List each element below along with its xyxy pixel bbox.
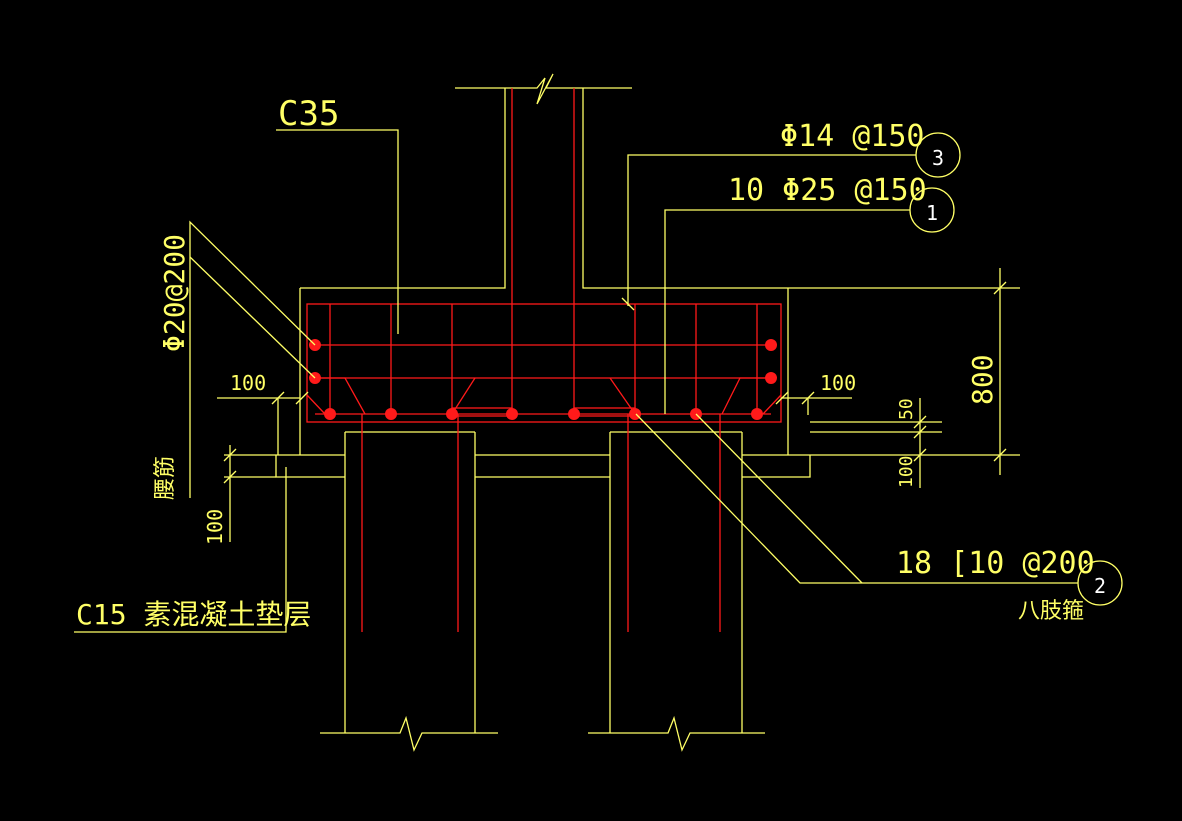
rebar-dot xyxy=(629,408,641,420)
stirrup-leader xyxy=(635,413,1078,584)
pile-left xyxy=(320,431,498,752)
rebar-dot xyxy=(568,408,580,420)
side-bar-label: Φ20@200 xyxy=(158,234,191,352)
dim-100-right-label: 100 xyxy=(896,455,917,488)
tag-circle-1 xyxy=(909,187,955,233)
bottom-bar-tag: 1 xyxy=(926,201,938,225)
cushion-leader xyxy=(74,467,287,633)
rebar-dot xyxy=(506,408,518,420)
column-break-line xyxy=(455,73,632,105)
top-bar-leader xyxy=(627,154,916,306)
pile-cap-outline xyxy=(275,288,811,478)
stirrup-type-label: 八肢箍 xyxy=(1018,599,1084,624)
side-label: 腰筋 xyxy=(153,456,178,500)
cushion-label: C15 素混凝土垫层 xyxy=(76,598,311,631)
rebar-dot xyxy=(765,339,777,351)
column-outline xyxy=(300,73,788,289)
top-bar-tag: 3 xyxy=(932,146,944,170)
pile-right-break xyxy=(588,715,765,752)
c35-leader xyxy=(276,129,399,334)
stirrup-tag: 2 xyxy=(1094,574,1106,598)
rebar-cage xyxy=(306,88,782,632)
concrete-grade-label: C35 xyxy=(278,94,339,134)
top-bar-label: Φ14 @150 xyxy=(780,119,925,154)
rebar-outer-loop xyxy=(306,303,782,423)
dim-100-left-label: 100 xyxy=(203,509,227,545)
pile-left-break xyxy=(320,715,498,752)
column-left-edge xyxy=(300,88,506,289)
rebar-sections xyxy=(309,339,777,420)
column-right-edge xyxy=(582,88,788,289)
rebar-dot xyxy=(751,408,763,420)
rebar-dot xyxy=(446,408,458,420)
cover-right-label: 100 xyxy=(820,371,856,395)
height-label: 800 xyxy=(966,354,999,405)
bottom-bar-leader xyxy=(664,209,910,414)
side-bar-leader xyxy=(189,220,316,498)
rebar-dot xyxy=(324,408,336,420)
pile-right xyxy=(588,431,765,752)
rebar-dot xyxy=(765,372,777,384)
dim-50-label: 50 xyxy=(896,398,917,420)
tag-circle-2 xyxy=(1077,560,1123,606)
rebar-dot xyxy=(385,408,397,420)
tag-circle-3 xyxy=(915,132,961,178)
cover-left-label: 100 xyxy=(230,371,266,395)
bottom-bar-label: 10 Φ25 @150 xyxy=(728,173,927,208)
stirrup-label: 18 [10 @200 xyxy=(896,546,1095,581)
